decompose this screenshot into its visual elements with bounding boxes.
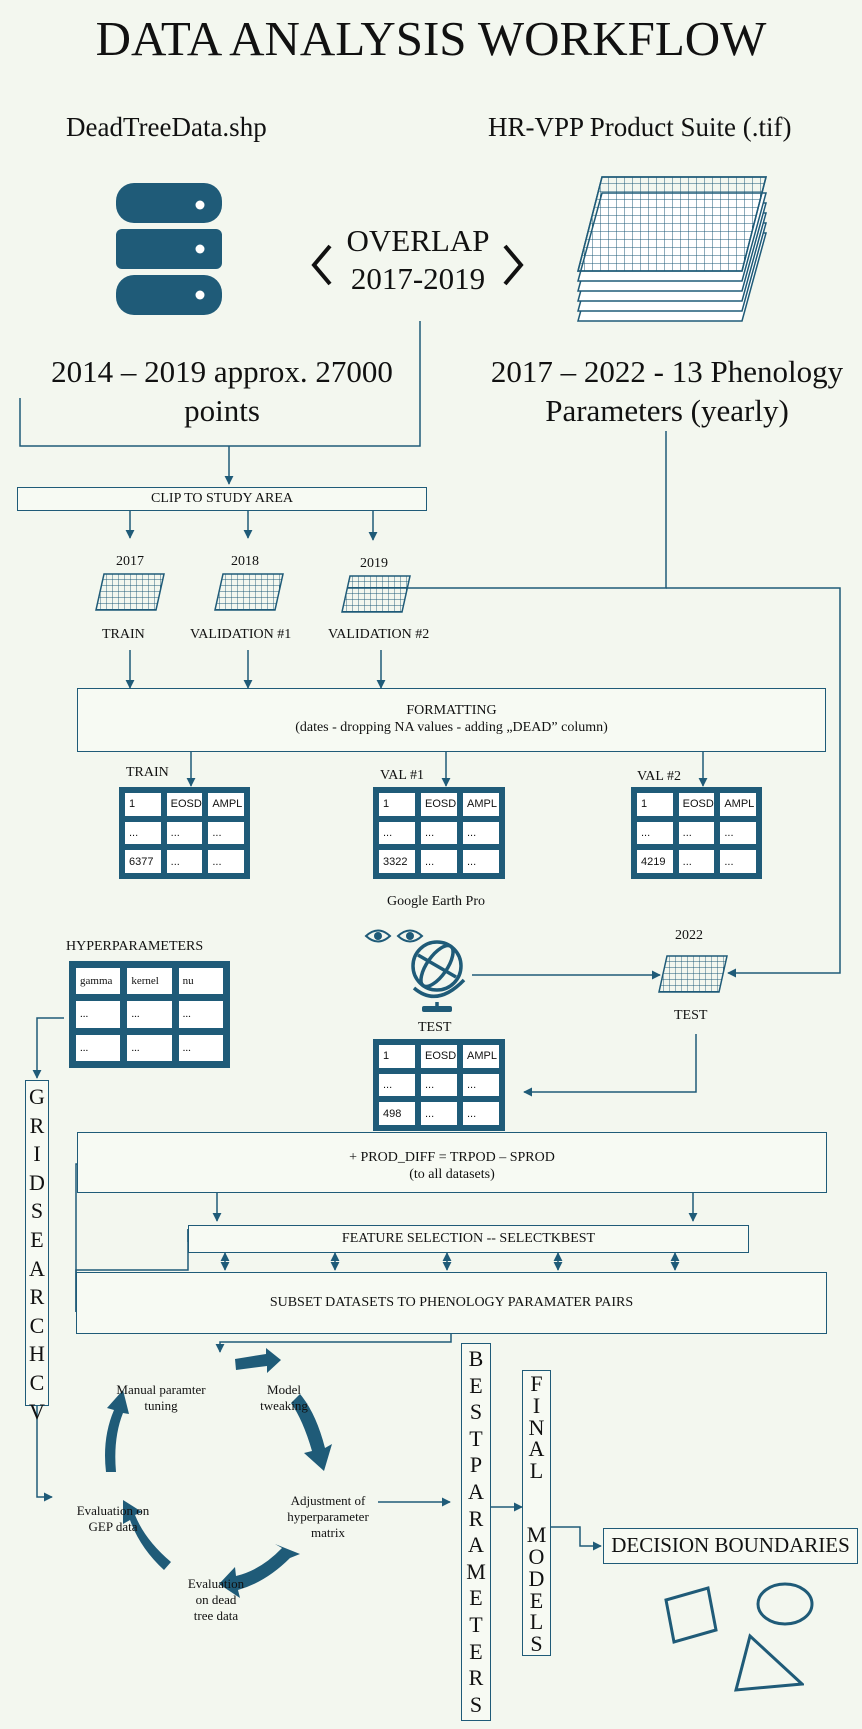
cycle-arrow-icon: [105, 1348, 332, 1598]
hyperparameters-label: HYPERPARAMETERS: [66, 939, 204, 954]
test-year-label: 2022: [675, 928, 703, 943]
globe-icon: [411, 940, 466, 1012]
year-2018-label: 2018: [231, 554, 259, 569]
dead-tree-source-label: DeadTreeData.shp: [66, 112, 267, 142]
train-table-label: TRAIN: [126, 765, 169, 780]
formatting-step: FORMATTING (dates - dropping NA values -…: [77, 688, 826, 752]
page-title: DATA ANALYSIS WORKFLOW: [95, 11, 767, 66]
validation-1-role-label: VALIDATION #1: [190, 627, 292, 642]
hrvpp-source-label: HR-VPP Product Suite (.tif): [488, 112, 792, 142]
circle-shape-icon: [756, 1582, 814, 1626]
validation-2-role-label: VALIDATION #2: [328, 627, 430, 642]
overlap-label: OVERLAP 2017-2019: [346, 223, 490, 296]
test-table-label: TEST: [418, 1020, 452, 1035]
raster-grid-icon: [214, 573, 284, 611]
val1-table-label: VAL #1: [380, 768, 424, 783]
chevron-right-icon: [503, 244, 524, 286]
clip-to-study-area-step: CLIP TO STUDY AREA: [17, 487, 427, 511]
eye-icon: [364, 929, 424, 943]
dead-tree-description: 2014 – 2019 approx. 27000 points: [51, 354, 393, 428]
eval-gep-label: Evaluation on GEP data: [76, 1503, 150, 1534]
google-earth-label: Google Earth Pro: [387, 894, 485, 909]
raster-grid-icon: [95, 573, 165, 611]
manual-tuning-label: Manual paramter tuning: [116, 1382, 206, 1413]
train-role-label: TRAIN: [102, 627, 145, 642]
database-icon: [116, 183, 222, 315]
adjustment-label: Adjustment of hyperparameter matrix: [287, 1493, 369, 1540]
test-role-label: TEST: [674, 1008, 708, 1023]
subset-step: SUBSET DATASETS TO PHENOLOGY PARAMATER P…: [76, 1272, 827, 1334]
year-2019-label: 2019: [360, 556, 388, 571]
square-shape-icon: [664, 1586, 718, 1644]
decision-boundaries-step: DECISION BOUNDARIES: [603, 1528, 858, 1564]
hrvpp-description: 2017 – 2022 - 13 Phenology Parameters (y…: [490, 354, 844, 428]
feature-selection-step: FEATURE SELECTION -- SELECTKBEST: [188, 1225, 749, 1253]
val2-table-label: VAL #2: [637, 769, 681, 784]
model-tweaking-label: Model tweaking: [260, 1382, 308, 1413]
prod-diff-step: + PROD_DIFF = TRPOD – SPROD (to all data…: [77, 1132, 827, 1193]
triangle-shape-icon: [734, 1633, 804, 1692]
chevron-left-icon: [311, 244, 332, 286]
raster-grid-icon: [658, 955, 728, 993]
raster-grid-icon: [341, 575, 411, 613]
year-2017-label: 2017: [116, 554, 144, 569]
raster-stack-icon: [577, 176, 767, 322]
eval-dead-tree-label: Evaluation on dead tree data: [187, 1576, 245, 1623]
